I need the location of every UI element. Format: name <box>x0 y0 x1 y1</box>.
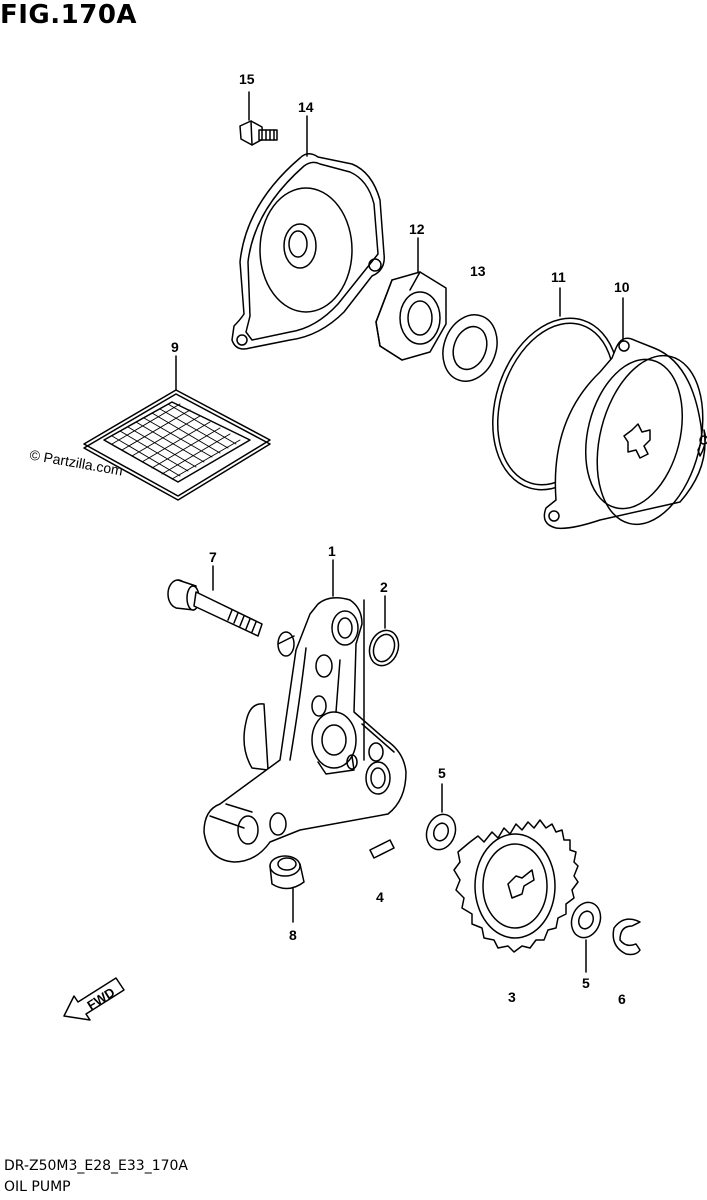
part-8-dowel[interactable] <box>269 855 305 890</box>
part-7-bolt[interactable] <box>167 579 263 637</box>
callout-13[interactable]: 13 <box>470 263 486 279</box>
part-5-washer-upper[interactable] <box>422 810 461 853</box>
callout-14[interactable]: 14 <box>298 99 314 115</box>
part-2-o-ring[interactable] <box>365 626 404 669</box>
callout-8[interactable]: 8 <box>289 927 297 943</box>
figure-name: OIL PUMP <box>4 1179 71 1195</box>
callout-15[interactable]: 15 <box>239 71 255 87</box>
callout-1[interactable]: 1 <box>328 543 336 559</box>
callout-4[interactable]: 4 <box>376 889 384 905</box>
callout-9[interactable]: 9 <box>171 339 179 355</box>
callout-10[interactable]: 10 <box>614 279 630 295</box>
callout-11[interactable]: 11 <box>551 269 566 285</box>
callout-6[interactable]: 6 <box>618 991 626 1007</box>
callout-2[interactable]: 2 <box>380 579 388 595</box>
callout-7[interactable]: 7 <box>209 549 217 565</box>
part-15-bolt[interactable] <box>239 120 278 146</box>
part-14-cover[interactable] <box>231 153 385 350</box>
part-13-washer[interactable] <box>434 307 506 389</box>
part-1-pump-body[interactable] <box>203 597 407 863</box>
callout-labels: 1 2 3 4 5 5 6 7 8 9 10 11 12 13 14 15 <box>171 71 630 1007</box>
part-12-nut[interactable] <box>375 271 447 361</box>
callout-12[interactable]: 12 <box>409 221 425 237</box>
part-5-washer-lower[interactable] <box>567 898 606 941</box>
part-10-pump-cover[interactable] <box>543 337 707 535</box>
callout-5-upper[interactable]: 5 <box>438 765 446 781</box>
callout-5-lower[interactable]: 5 <box>582 975 590 991</box>
part-3-gear[interactable] <box>453 819 579 953</box>
fwd-arrow-icon: FWD <box>63 977 125 1021</box>
part-4-pin[interactable] <box>369 839 395 859</box>
figure-title: FIG.170A <box>0 0 138 30</box>
figure-code: DR-Z50M3_E28_E33_170A <box>4 1158 189 1174</box>
part-6-e-clip[interactable] <box>612 918 641 956</box>
part-9-filter[interactable] <box>83 389 271 501</box>
callout-3[interactable]: 3 <box>508 989 516 1005</box>
